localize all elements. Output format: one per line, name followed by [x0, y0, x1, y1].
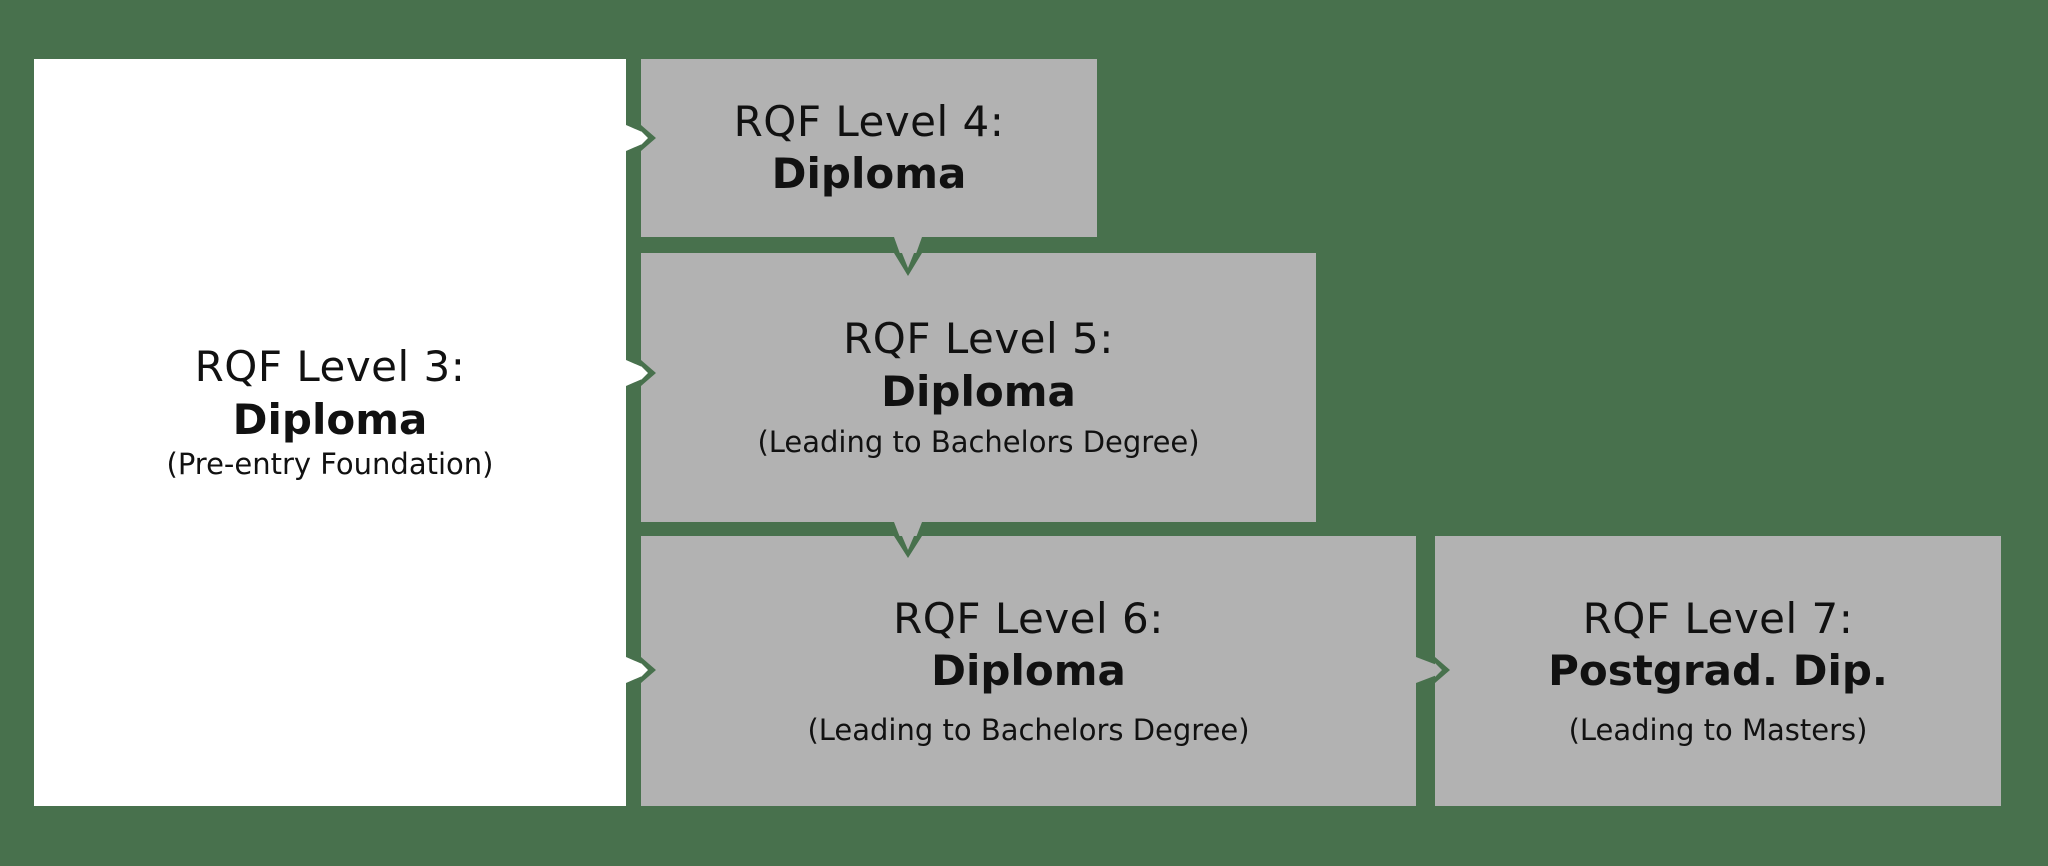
level-4-box: RQF Level 4: Diploma — [641, 59, 1097, 237]
level-6-note: (Leading to Bachelors Degree) — [807, 712, 1250, 747]
level-7-box: RQF Level 7: Postgrad. Dip. (Leading to … — [1435, 536, 2001, 806]
level-7-note: (Leading to Masters) — [1568, 712, 1868, 747]
level-3-title: RQF Level 3: — [194, 342, 466, 392]
level-7-name: Postgrad. Dip. — [1548, 646, 1888, 696]
level-4-name: Diploma — [771, 149, 967, 198]
level-6-title: RQF Level 6: — [893, 593, 1164, 643]
level-5-title: RQF Level 5: — [843, 314, 1114, 364]
level-6-name: Diploma — [931, 646, 1126, 696]
level-5-note: (Leading to Bachelors Degree) — [757, 425, 1200, 460]
level-7-title: RQF Level 7: — [1582, 593, 1854, 643]
level-5-box: RQF Level 5: Diploma (Leading to Bachelo… — [641, 253, 1316, 522]
level-3-note: (Pre-entry Foundation) — [166, 447, 494, 482]
level-6-box: RQF Level 6: Diploma (Leading to Bachelo… — [641, 536, 1416, 806]
level-4-title: RQF Level 4: — [733, 96, 1005, 146]
level-3-box: RQF Level 3: Diploma (Pre-entry Foundati… — [34, 59, 626, 806]
level-5-name: Diploma — [881, 366, 1076, 416]
level-3-name: Diploma — [232, 394, 428, 444]
